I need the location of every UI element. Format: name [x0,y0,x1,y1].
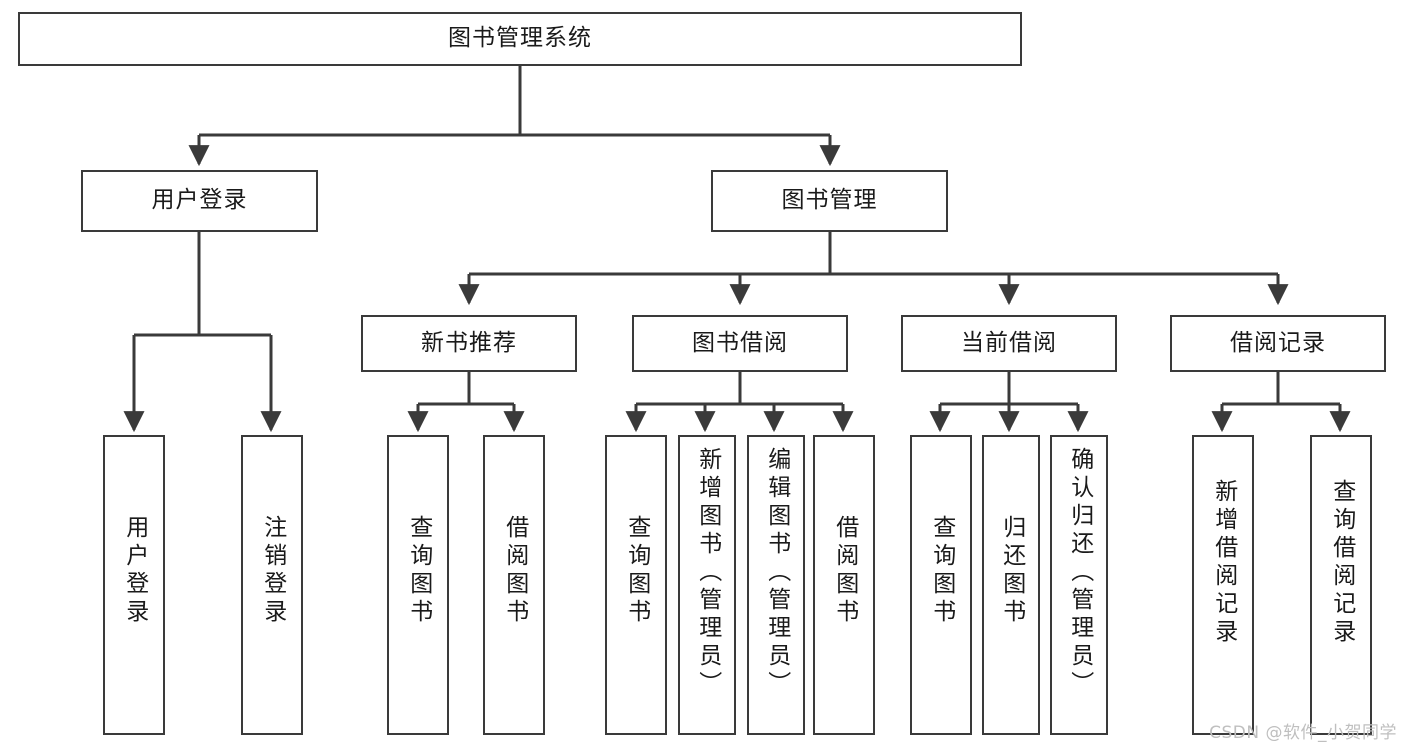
node-leaf-query-book-1[interactable]: 查询图书 [387,435,449,735]
node-leaf-query-record-label: 查询借阅记录 [1328,479,1355,647]
node-borrow-record[interactable]: 借阅记录 [1170,315,1386,372]
node-book-borrow-label: 图书借阅 [692,329,788,356]
node-leaf-borrow-book-2-label: 借阅图书 [831,515,858,627]
node-leaf-borrow-book-1-label: 借阅图书 [501,515,528,627]
node-leaf-query-book-1-label: 查询图书 [405,515,432,627]
node-borrow-record-label: 借阅记录 [1230,329,1326,356]
node-leaf-edit-book-label: 编辑图书（管理员） [763,447,790,699]
node-leaf-borrow-book-1[interactable]: 借阅图书 [483,435,545,735]
node-root-label: 图书管理系统 [448,25,592,52]
node-book-management-label: 图书管理 [781,187,878,214]
node-leaf-add-book-label: 新增图书（管理员） [694,447,721,699]
node-leaf-add-book[interactable]: 新增图书（管理员） [678,435,736,735]
node-leaf-query-book-3-label: 查询图书 [928,515,955,627]
node-book-management[interactable]: 图书管理 [711,170,948,232]
node-leaf-add-record-label: 新增借阅记录 [1210,479,1237,647]
node-current-borrow-label: 当前借阅 [961,329,1057,356]
node-leaf-user-login[interactable]: 用户登录 [103,435,165,735]
node-leaf-borrow-book-2[interactable]: 借阅图书 [813,435,875,735]
node-leaf-edit-book[interactable]: 编辑图书（管理员） [747,435,805,735]
node-leaf-confirm-return[interactable]: 确认归还（管理员） [1050,435,1108,735]
node-current-borrow[interactable]: 当前借阅 [901,315,1117,372]
node-user-login-label: 用户登录 [151,187,248,214]
node-leaf-query-book-2[interactable]: 查询图书 [605,435,667,735]
node-new-book-recommend[interactable]: 新书推荐 [361,315,577,372]
node-leaf-confirm-return-label: 确认归还（管理员） [1066,447,1093,699]
node-leaf-user-login-label: 用户登录 [121,515,148,627]
node-book-borrow[interactable]: 图书借阅 [632,315,848,372]
node-root[interactable]: 图书管理系统 [18,12,1022,66]
node-leaf-logout-login-label: 注销登录 [259,515,286,627]
node-leaf-query-book-3[interactable]: 查询图书 [910,435,972,735]
watermark: CSDN @软件_小贺同学 [1209,723,1397,743]
node-leaf-logout-login[interactable]: 注销登录 [241,435,303,735]
node-leaf-return-book-label: 归还图书 [998,515,1025,627]
node-leaf-query-record[interactable]: 查询借阅记录 [1310,435,1372,735]
node-leaf-query-book-2-label: 查询图书 [623,515,650,627]
node-user-login[interactable]: 用户登录 [81,170,318,232]
node-new-book-recommend-label: 新书推荐 [421,329,517,356]
node-leaf-add-record[interactable]: 新增借阅记录 [1192,435,1254,735]
node-leaf-return-book[interactable]: 归还图书 [982,435,1040,735]
